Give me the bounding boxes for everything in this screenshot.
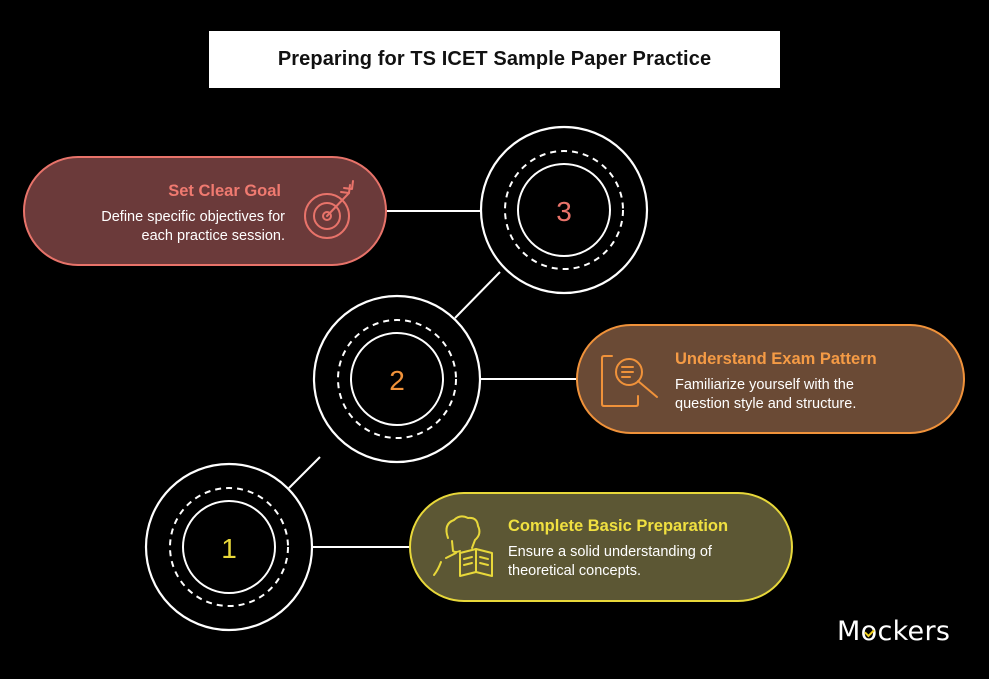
logo-prefix: M	[837, 616, 861, 647]
card-pattern-desc-line-1: Familiarize yourself with the	[675, 377, 854, 393]
card-prep-title: Complete Basic Preparation	[508, 517, 728, 535]
step-1-marker: 1	[144, 462, 314, 632]
card-understand-exam-pattern: Understand Exam Pattern Familiarize your…	[576, 324, 965, 434]
card-pattern-title: Understand Exam Pattern	[675, 350, 877, 368]
step-2-marker: 2	[312, 294, 482, 464]
card-goal-title: Set Clear Goal	[168, 182, 281, 200]
step-2-number: 2	[389, 365, 405, 396]
step-3-marker: 3	[479, 125, 649, 295]
step-1-inner-ring	[182, 500, 276, 594]
document-magnifier-icon	[601, 355, 658, 407]
target-arrow-icon	[304, 180, 354, 239]
page-title: Preparing for TS ICET Sample Paper Pract…	[277, 48, 712, 70]
logo-suffix: ckers	[877, 616, 951, 647]
step-2-dashed-ring	[337, 319, 457, 439]
card-pattern-desc-line-2: question style and structure.	[675, 396, 856, 412]
logo-o: o	[860, 616, 878, 647]
card-goal-background	[23, 156, 387, 266]
card-prep-desc-line-1: Ensure a solid understanding of	[508, 544, 713, 560]
step-1-number: 1	[221, 533, 237, 564]
step-3-dashed-ring	[504, 150, 624, 270]
card-prep-desc-line-2: theoretical concepts.	[508, 563, 641, 579]
connector-step1-to-step2	[288, 456, 321, 489]
card-pattern-background	[576, 324, 965, 434]
title-banner: Preparing for TS ICET Sample Paper Pract…	[209, 31, 780, 88]
card-set-clear-goal: Set Clear Goal Define specific objective…	[23, 156, 387, 266]
connector-step2-to-step3	[454, 271, 501, 319]
reading-person-icon	[433, 515, 493, 577]
step-3-number: 3	[556, 196, 572, 227]
card-goal-desc-line-1: Define specific objectives for	[101, 209, 285, 225]
card-prep-background	[409, 492, 793, 602]
card-goal-desc-line-2: each practice session.	[142, 228, 285, 244]
step-1-dashed-ring	[169, 487, 289, 607]
card-complete-basic-preparation: Complete Basic Preparation Ensure a soli…	[409, 492, 793, 602]
step-3-inner-ring	[517, 163, 611, 257]
step-2-inner-ring	[350, 332, 444, 426]
